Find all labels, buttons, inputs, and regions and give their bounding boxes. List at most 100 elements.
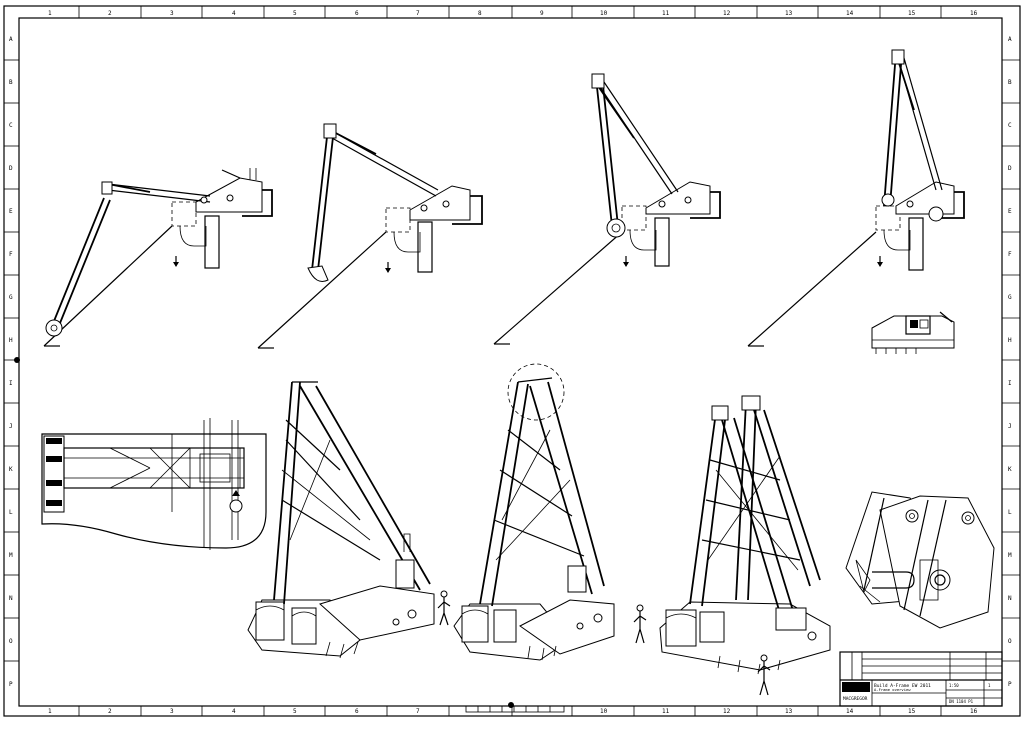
col-label: 5 — [293, 10, 297, 17]
cabin-detail-view — [871, 311, 955, 354]
col-label: 8 — [478, 10, 482, 17]
detail-callout-circle — [507, 363, 565, 421]
deck-slope-line — [747, 231, 877, 347]
col-label: 12 — [723, 10, 731, 17]
row-label: N — [1008, 595, 1012, 602]
drawing-subtitle: A-Frame overview — [874, 687, 911, 692]
row-label: G — [9, 294, 13, 301]
row-label: H — [9, 337, 13, 344]
col-label: 1 — [48, 10, 52, 17]
row-label: G — [1008, 294, 1012, 301]
col-label: 3 — [170, 708, 174, 715]
deck-slope-line — [493, 231, 623, 345]
sheave — [45, 319, 63, 337]
boom-arm — [311, 127, 329, 271]
isometric-a-frame-1 — [247, 381, 451, 659]
col-label: 14 — [846, 708, 854, 715]
company-logo — [842, 682, 870, 692]
row-label: D — [9, 165, 13, 172]
row-label: E — [1008, 208, 1012, 215]
col-label: 12 — [723, 708, 731, 715]
row-label: P — [1008, 681, 1012, 688]
col-label: 16 — [970, 10, 978, 17]
hydraulic-cylinder — [107, 183, 211, 197]
hull-outline — [621, 205, 647, 231]
col-label: 10 — [600, 708, 608, 715]
row-label: L — [9, 509, 13, 516]
row-label: A — [9, 36, 13, 43]
row-label: B — [1008, 79, 1012, 86]
col-label: 7 — [416, 708, 420, 715]
side-view-stage-2 — [257, 123, 483, 349]
col-label: 16 — [970, 708, 978, 715]
col-label: 1 — [48, 708, 52, 715]
col-label: 3 — [170, 10, 174, 17]
row-label: A — [1008, 36, 1012, 43]
col-label: 11 — [662, 708, 670, 715]
col-label: 2 — [108, 708, 112, 715]
col-label: 6 — [355, 10, 359, 17]
sheet-number: 1 — [988, 683, 991, 688]
a-frame-base — [895, 181, 955, 215]
col-label: 4 — [232, 10, 236, 17]
a-frame-base — [645, 181, 711, 215]
boom-arm — [51, 197, 105, 327]
row-label: C — [1008, 122, 1012, 129]
pin-icon — [929, 569, 951, 591]
plan-view — [41, 418, 267, 550]
isometric-a-frame-2 — [453, 363, 647, 661]
drawing-title: Build A-Frame EW 2011 — [874, 683, 931, 689]
row-label: H — [1008, 337, 1012, 344]
row-label: K — [1008, 466, 1012, 473]
row-label: O — [1008, 638, 1012, 645]
col-label: 5 — [293, 708, 297, 715]
row-label: O — [9, 638, 13, 645]
col-label: 13 — [785, 10, 793, 17]
col-label: 7 — [416, 10, 420, 17]
col-label: 13 — [785, 708, 793, 715]
deck-plan-outline — [41, 433, 267, 549]
leg-left-front — [689, 411, 717, 605]
detail-view-pin — [845, 491, 995, 629]
col-label: 14 — [846, 10, 854, 17]
col-label: 6 — [355, 708, 359, 715]
person-figure — [636, 604, 644, 612]
sheave — [606, 218, 626, 238]
frame-plan — [63, 447, 245, 489]
row-label: B — [9, 79, 13, 86]
deck-edge — [690, 191, 721, 219]
drawing-number: DN 1104 P1 — [949, 699, 974, 704]
row-label: C — [9, 122, 13, 129]
pedestal — [908, 217, 924, 271]
side-view-stage-3 — [493, 73, 721, 345]
boom-arm — [883, 51, 897, 207]
isometric-a-frame-3 — [659, 395, 831, 696]
person-figure — [440, 590, 448, 598]
deck-edge — [934, 191, 965, 219]
pedestal — [417, 221, 433, 273]
side-view-stage-4 — [747, 49, 965, 347]
leg-left — [479, 381, 519, 605]
frame-foot — [519, 599, 615, 655]
col-label: 9 — [540, 10, 544, 17]
row-label: K — [9, 466, 13, 473]
row-label: J — [9, 423, 13, 430]
row-label: D — [1008, 165, 1012, 172]
border-row-markers: A B C D E F G H I J K L M N O P A B C D … — [4, 36, 1020, 688]
deck-edge — [452, 195, 483, 225]
hull-outline — [875, 205, 901, 231]
boom-arm — [595, 77, 613, 227]
row-label: M — [1008, 552, 1012, 559]
leg-right-rear — [753, 409, 811, 587]
col-label: 15 — [908, 10, 916, 17]
side-view-stage-1 — [43, 168, 273, 347]
leg-right — [299, 385, 421, 591]
row-label: J — [1008, 423, 1012, 430]
person-figure — [760, 654, 768, 662]
pedestal — [654, 217, 670, 267]
a-frame-base — [409, 185, 471, 221]
col-label: 15 — [908, 708, 916, 715]
hook — [307, 265, 329, 282]
